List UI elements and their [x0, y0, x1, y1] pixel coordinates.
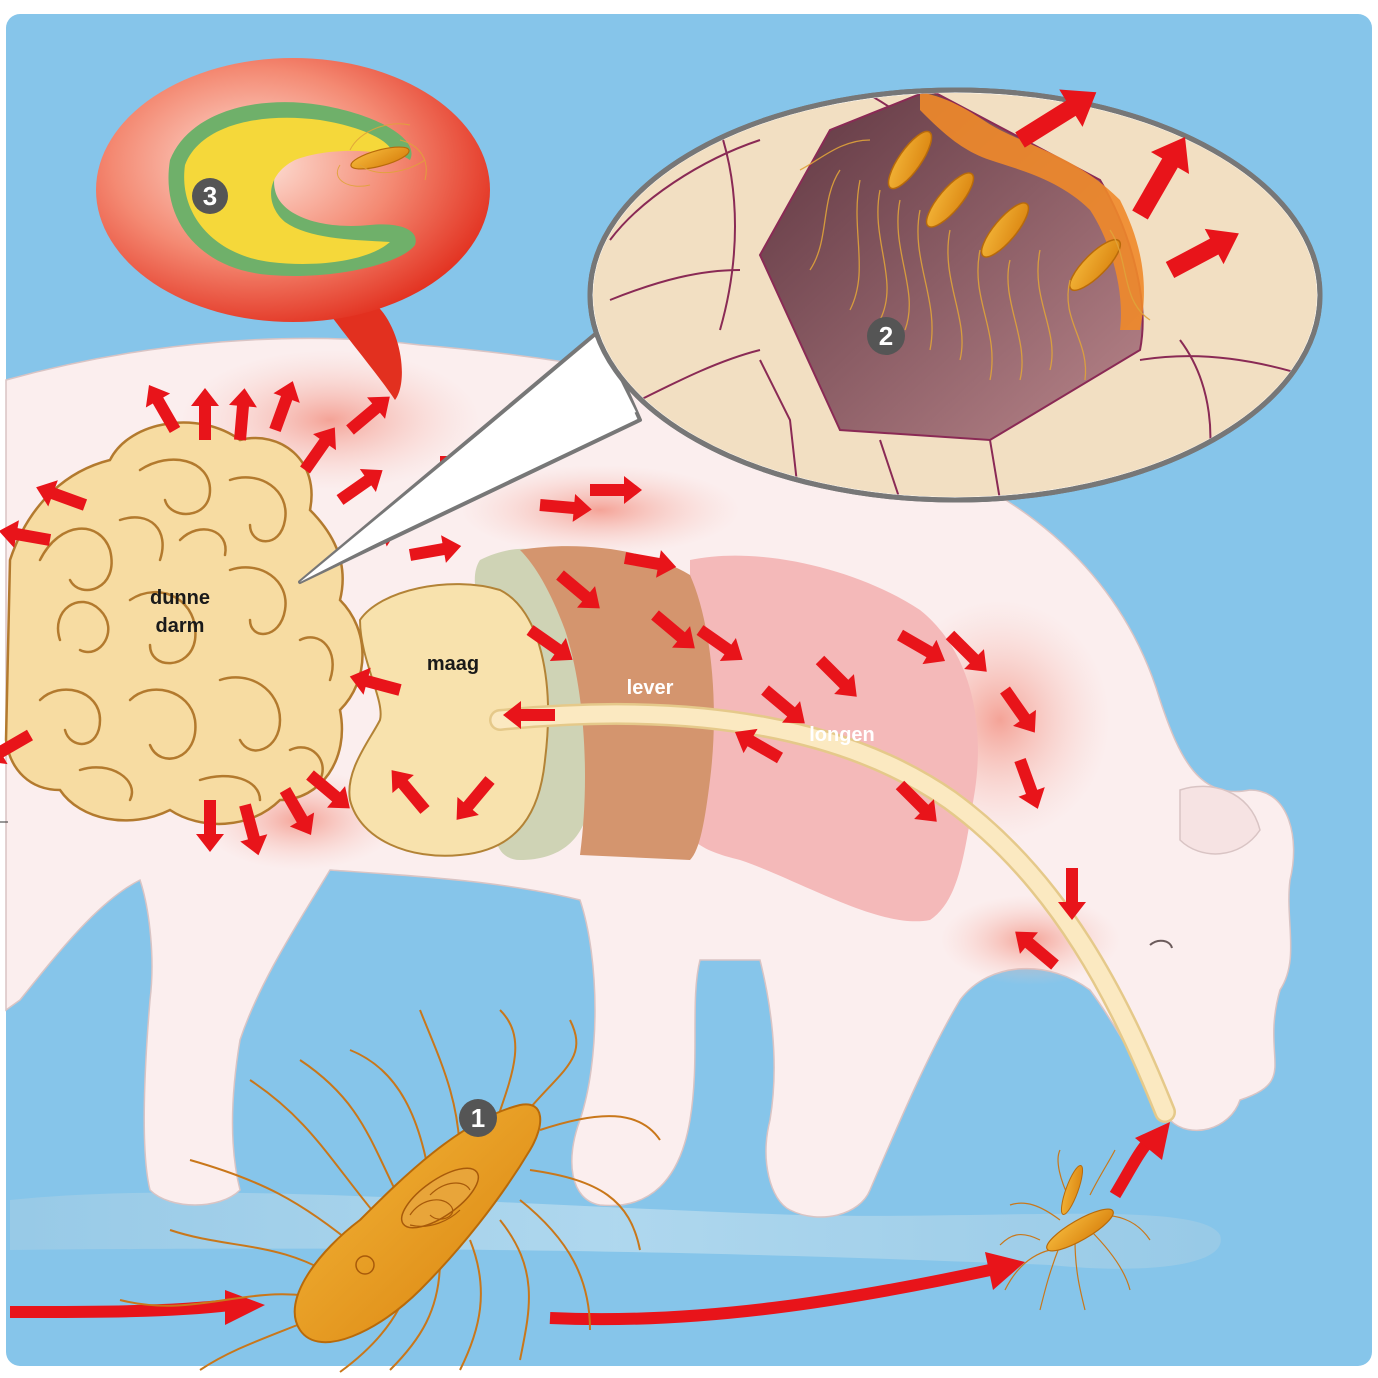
label-small-intestine-2: darm: [156, 615, 205, 637]
label-small-intestine-1: dunne: [150, 587, 210, 609]
step-badge-1: 1: [471, 1103, 485, 1133]
label-stomach: maag: [427, 653, 479, 675]
step-badge-3: 3: [203, 181, 217, 211]
step-badge-2: 2: [879, 321, 893, 351]
label-lungs: longen: [809, 724, 875, 746]
label-liver: lever: [627, 677, 674, 699]
